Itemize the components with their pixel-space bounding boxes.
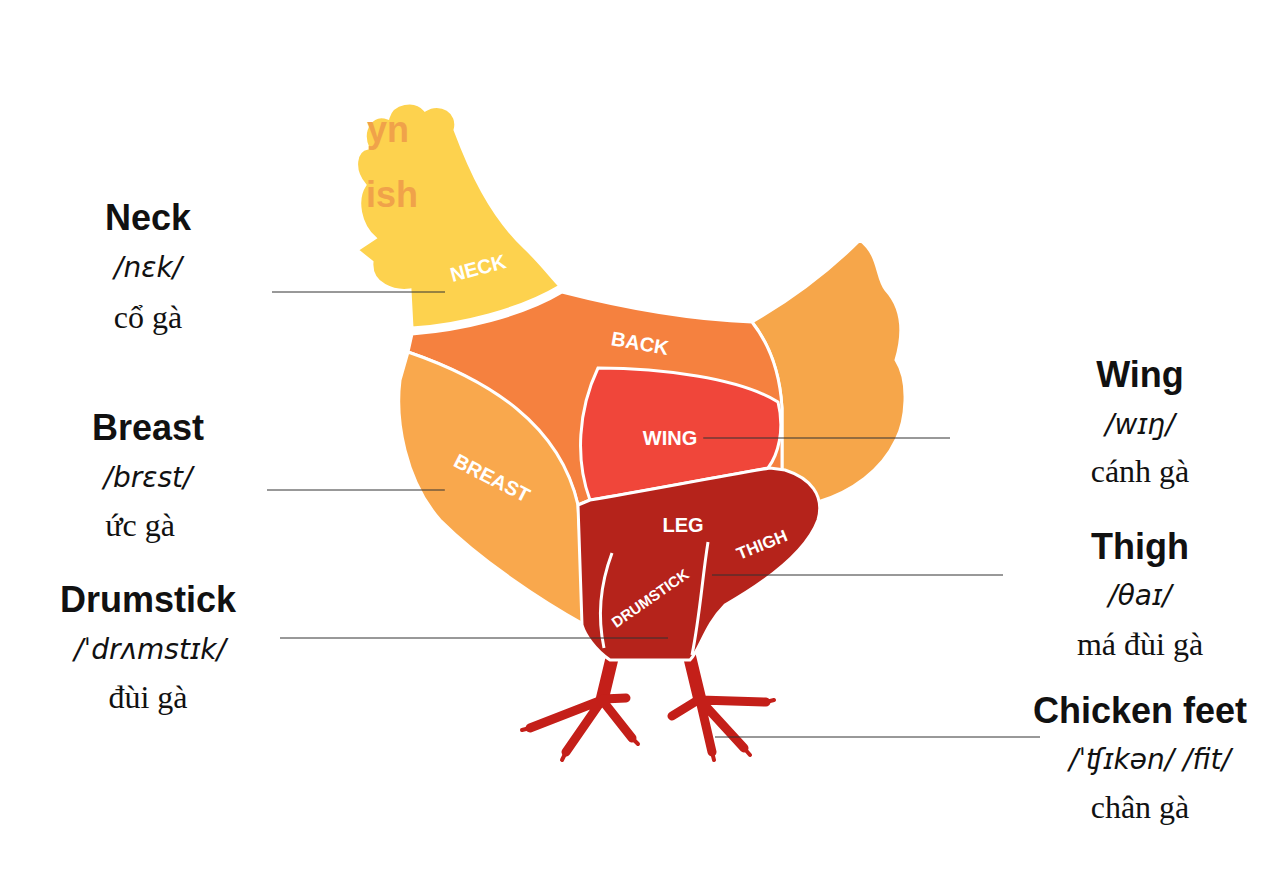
phonetic: /ˈdrʌmstɪk/ [74,635,226,666]
region-label: DRUMSTICK [609,566,691,630]
leader-line [272,292,445,293]
leader-line [280,638,668,639]
part-name: Wing [1096,355,1184,395]
body-region: DRUMSTICK [596,540,712,662]
region-fill [399,352,585,625]
region-shape [572,458,832,668]
vietnamese-name: cánh gà [1091,454,1190,489]
part-name: Neck [105,198,191,238]
region-fill [357,103,560,328]
chicken-foot [672,650,774,760]
part-name: Thigh [1091,527,1189,567]
leader-line [703,438,950,439]
part-name: Chicken feet [1033,691,1247,731]
vietnamese-name: đùi gà [108,680,187,715]
region-label: THIGH [734,527,789,563]
body-region: LEG DRUMSTICK THIGH [572,458,832,668]
phonetic: /θaɪ/ [1108,581,1172,612]
leader-line [715,737,1040,738]
region-label: WING [643,428,697,448]
phonetic: /brɛst/ [104,463,193,494]
watermark: yn [367,110,409,150]
watermark: ish [366,175,418,215]
vietnamese-name: ức gà [105,508,175,543]
leader-line [267,490,445,491]
phonetic: /wɪŋ/ [1105,410,1175,441]
divider-line [692,542,708,655]
region-fill [578,468,820,660]
region-label: LEG [662,515,703,535]
phonetic: /ˈʧɪkən/ /fit/ [1069,745,1231,776]
part-name: Breast [92,408,204,448]
part-name: Drumstick [60,580,236,620]
leader-line [712,575,1003,576]
vietnamese-name: cổ gà [114,300,182,335]
divider-line [600,553,612,648]
body-region: BREAST [394,346,590,632]
phonetic: /nɛk/ [114,253,182,284]
chicken-foot [522,650,638,760]
vietnamese-name: má đùi gà [1077,627,1203,662]
body-region: THIGH [704,462,828,617]
vietnamese-name: chân gà [1091,790,1190,825]
